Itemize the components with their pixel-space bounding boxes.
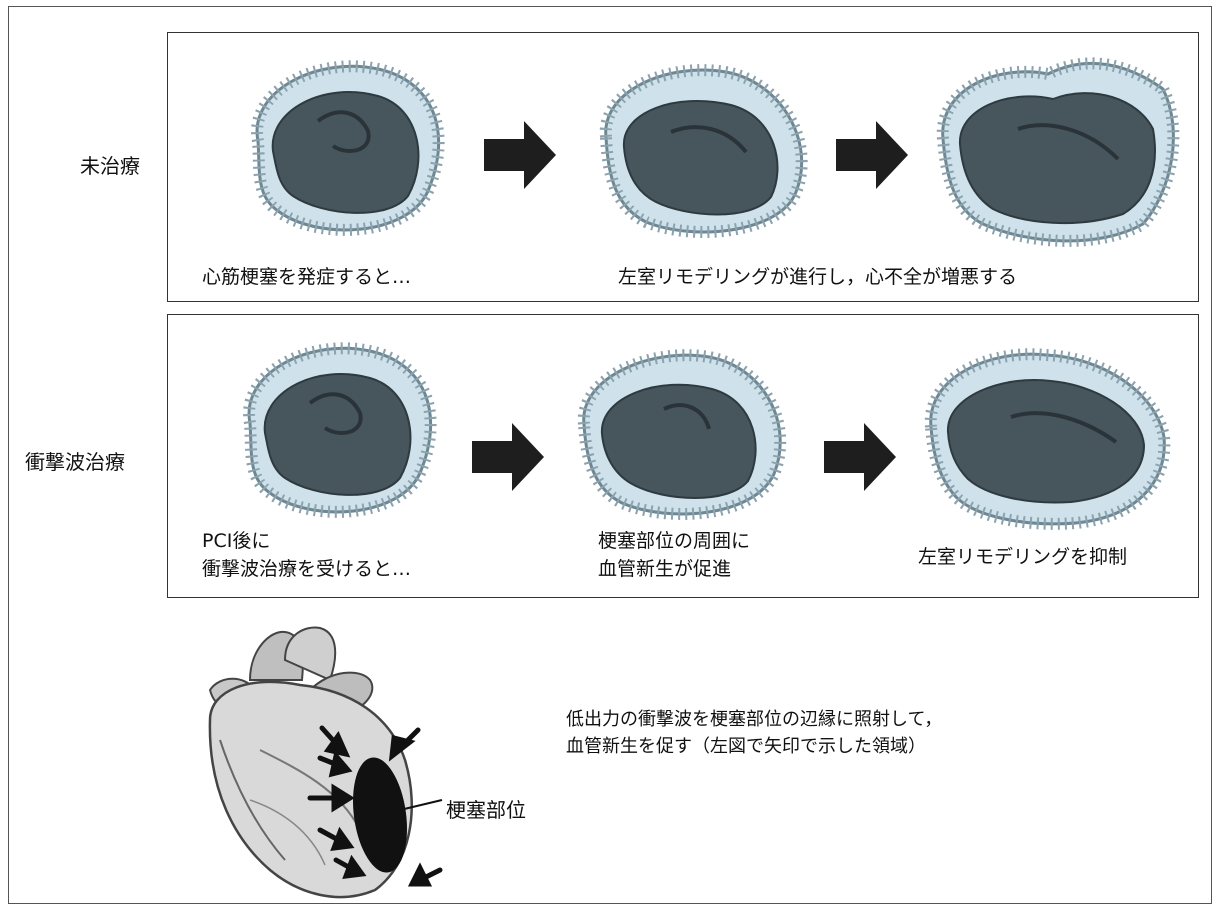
row-label-untreated: 未治療 xyxy=(80,154,140,178)
row-label-shockwave: 衝撃波治療 xyxy=(25,450,125,474)
heart-section-icon xyxy=(251,60,445,236)
heart-section-icon xyxy=(577,349,787,520)
panel-untreated: 心筋梗塞を発症すると… 左室リモデリングが進行し，心不全が増悪する xyxy=(167,32,1199,302)
pointer-arrows-group xyxy=(307,725,443,887)
caption-remodeling-suppressed: 左室リモデリングを抑制 xyxy=(918,546,1128,568)
caption-after-pci: PCI後に 衝撃波治療を受けると… xyxy=(202,530,412,580)
pointer-arrow-icon xyxy=(317,750,353,778)
pointer-arrow-icon xyxy=(307,783,355,813)
heart-section-icon xyxy=(599,64,808,238)
figure-frame xyxy=(8,6,1212,904)
pointer-arrow-icon xyxy=(333,854,367,879)
heart-3d-icon xyxy=(208,626,443,899)
heart-section-icon xyxy=(924,348,1171,530)
caption-remodeling-progress: 左室リモデリングが進行し，心不全が増悪する xyxy=(618,266,1018,288)
heart-section-icon xyxy=(936,57,1180,247)
right-arrow-icon xyxy=(836,121,908,189)
right-arrow-icon xyxy=(472,423,544,491)
heart-section-icon xyxy=(243,342,437,518)
pointer-arrow-icon xyxy=(388,727,421,762)
right-arrow-icon xyxy=(484,121,556,189)
pointer-arrow-icon xyxy=(319,725,351,758)
treatment-description: 低出力の衝撃波を梗塞部位の辺縁に照射して， 血管新生を促す（左図で矢印で示した領… xyxy=(566,709,943,757)
panel-shockwave: PCI後に 衝撃波治療を受けると… 梗塞部位の周囲に 血管新生が促進 左室リモデ… xyxy=(167,314,1199,598)
infarct-label: 梗塞部位 xyxy=(446,798,526,822)
pointer-arrow-icon xyxy=(317,826,355,851)
caption-infarction-onset: 心筋梗塞を発症すると… xyxy=(202,266,412,288)
right-arrow-icon xyxy=(824,423,896,491)
caption-angiogenesis: 梗塞部位の周囲に 血管新生が促進 xyxy=(598,530,751,580)
pointer-arrow-icon xyxy=(407,862,443,887)
